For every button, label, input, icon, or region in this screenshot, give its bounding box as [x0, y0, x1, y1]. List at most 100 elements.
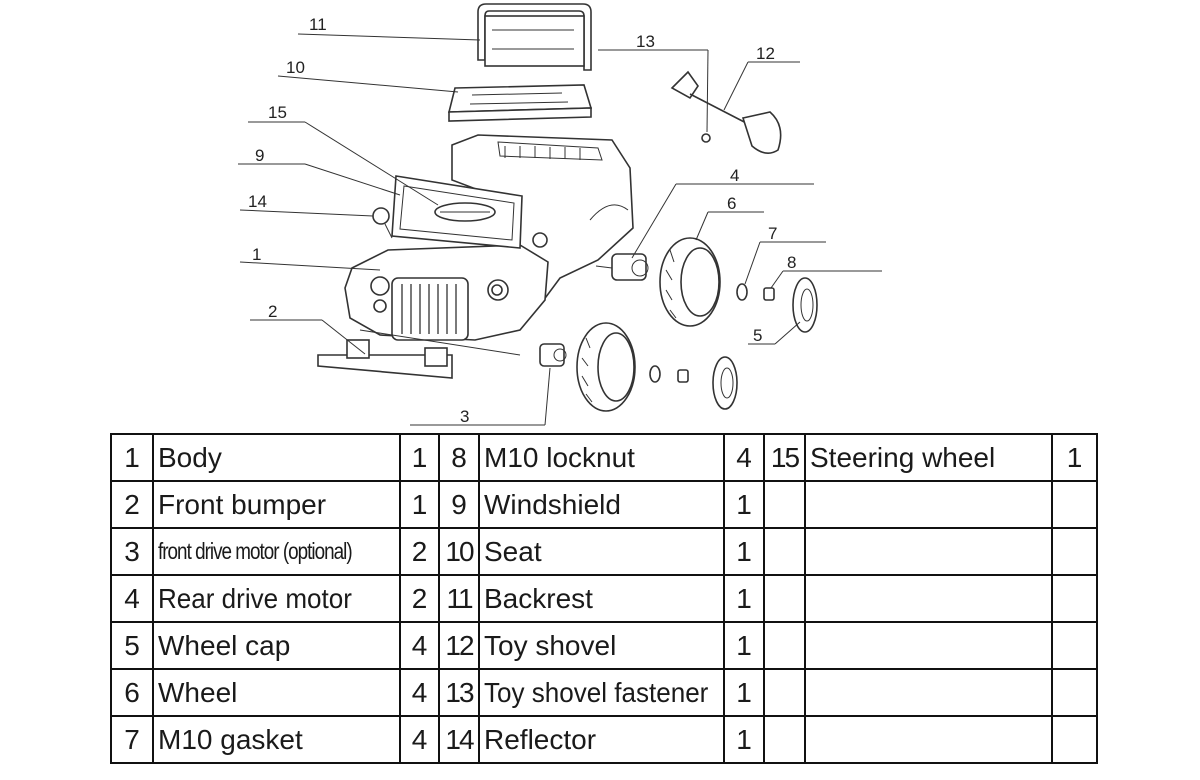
m10-locknut-part: [677, 287, 775, 383]
part-quantity-cell: 1: [723, 574, 765, 623]
part-name-cell: [804, 621, 1053, 670]
part-name-cell: M10 locknut: [478, 433, 725, 482]
part-number-cell: 2: [110, 480, 154, 529]
part-name-cell: Reflector: [478, 715, 725, 764]
part-name-cell: Windshield: [478, 480, 725, 529]
leader-15-b: [304, 121, 439, 206]
part-number-cell: 7: [110, 715, 154, 764]
part-quantity-cell: 1: [723, 715, 765, 764]
leader-4-b: [631, 183, 677, 259]
part-quantity-cell: 4: [399, 715, 440, 764]
part-name-text: Wheel: [158, 676, 238, 708]
part-name-cell: Seat: [478, 527, 725, 576]
part-number-cell: 6: [110, 668, 154, 717]
diagram-svg: 11 10 15 9 14 1 2 3 13 12 4 6 7 8 5: [238, 3, 882, 426]
part-number-cell: 8: [438, 433, 480, 482]
leader-8-b: [770, 270, 784, 289]
part-name-cell: Rear drive motor: [152, 574, 401, 623]
part-name-cell: Toy shovel: [478, 621, 725, 670]
part-name-text: Front bumper: [158, 488, 327, 520]
part-quantity-cell: 1: [399, 480, 440, 529]
part-name-cell: Body: [152, 433, 401, 482]
part-quantity-cell: [1051, 480, 1098, 529]
callout-11: 11: [309, 15, 327, 34]
part-quantity-cell: 4: [723, 433, 765, 482]
callout-leaders: [238, 33, 882, 426]
callout-2: 2: [268, 302, 277, 321]
part-name-cell: Steering wheel: [804, 433, 1053, 482]
part-name-text: Seat: [484, 535, 542, 567]
part-number-cell: [763, 668, 806, 717]
part-name-cell: Wheel cap: [152, 621, 401, 670]
part-number-cell: 13: [438, 668, 480, 717]
leader-5-b: [774, 321, 801, 345]
part-name-cell: [804, 715, 1053, 764]
callout-numbers: 11 10 15 9 14 1 2 3 13 12 4 6 7 8 5: [248, 15, 796, 426]
part-name-text: M10 locknut: [484, 441, 635, 473]
part-quantity-cell: 4: [399, 621, 440, 670]
callout-4: 4: [730, 166, 739, 185]
part-name-cell: [804, 668, 1053, 717]
callout-9: 9: [255, 146, 264, 165]
rear-wheel-part: [659, 237, 721, 327]
part-number-cell: 5: [110, 621, 154, 670]
callout-12: 12: [756, 44, 775, 63]
part-number-cell: 3: [110, 527, 154, 576]
leader-11: [297, 33, 481, 41]
backrest-part: [477, 3, 592, 71]
part-number-cell: 9: [438, 480, 480, 529]
part-name-cell: [804, 480, 1053, 529]
part-name-text: Windshield: [484, 488, 621, 520]
part-quantity-cell: 1: [399, 433, 440, 482]
callout-1: 1: [252, 245, 261, 264]
part-quantity-cell: [1051, 574, 1098, 623]
part-number-cell: [763, 621, 806, 670]
part-quantity-cell: 4: [399, 668, 440, 717]
callout-6: 6: [727, 194, 736, 213]
part-name-text: Steering wheel: [810, 441, 996, 473]
part-name-cell: Wheel: [152, 668, 401, 717]
part-quantity-cell: [1051, 668, 1098, 717]
exploded-parts-diagram: 11 10 15 9 14 1 2 3 13 12 4 6 7 8 5: [238, 3, 882, 426]
part-number-cell: 12: [438, 621, 480, 670]
reflector-part: [372, 207, 548, 248]
part-number-cell: 14: [438, 715, 480, 764]
callout-5: 5: [753, 326, 762, 345]
part-name-text: Rear drive motor: [158, 582, 352, 614]
toy-shovel-part: [670, 70, 782, 154]
wheel-cap-part: [712, 277, 818, 410]
part-name-cell: [804, 527, 1053, 576]
part-number-cell: 15: [763, 433, 806, 482]
part-name-text: Toy shovel: [484, 629, 617, 661]
part-number-cell: [763, 527, 806, 576]
shovel-fastener-part: [701, 133, 711, 143]
leader-2-b: [321, 319, 366, 355]
part-name-text: Backrest: [484, 582, 593, 614]
leader-14: [239, 209, 374, 217]
part-number-cell: 1: [110, 433, 154, 482]
part-quantity-cell: 2: [399, 574, 440, 623]
part-number-cell: 10: [438, 527, 480, 576]
part-quantity-cell: 1: [723, 621, 765, 670]
leader-7-b: [744, 241, 761, 285]
callout-8: 8: [787, 253, 796, 272]
leader-6-b: [695, 211, 709, 241]
part-number-cell: [763, 715, 806, 764]
front-wheel-part: [576, 322, 636, 412]
rear-drive-motor-part: [595, 253, 649, 281]
callout-3: 3: [460, 407, 469, 426]
part-quantity-cell: [1051, 527, 1098, 576]
part-number-cell: 4: [110, 574, 154, 623]
leader-10: [277, 75, 459, 93]
part-name-cell: [804, 574, 1053, 623]
callout-7: 7: [768, 224, 777, 243]
callout-14: 14: [248, 192, 267, 211]
part-name-cell: Backrest: [478, 574, 725, 623]
part-name-cell: M10 gasket: [152, 715, 401, 764]
